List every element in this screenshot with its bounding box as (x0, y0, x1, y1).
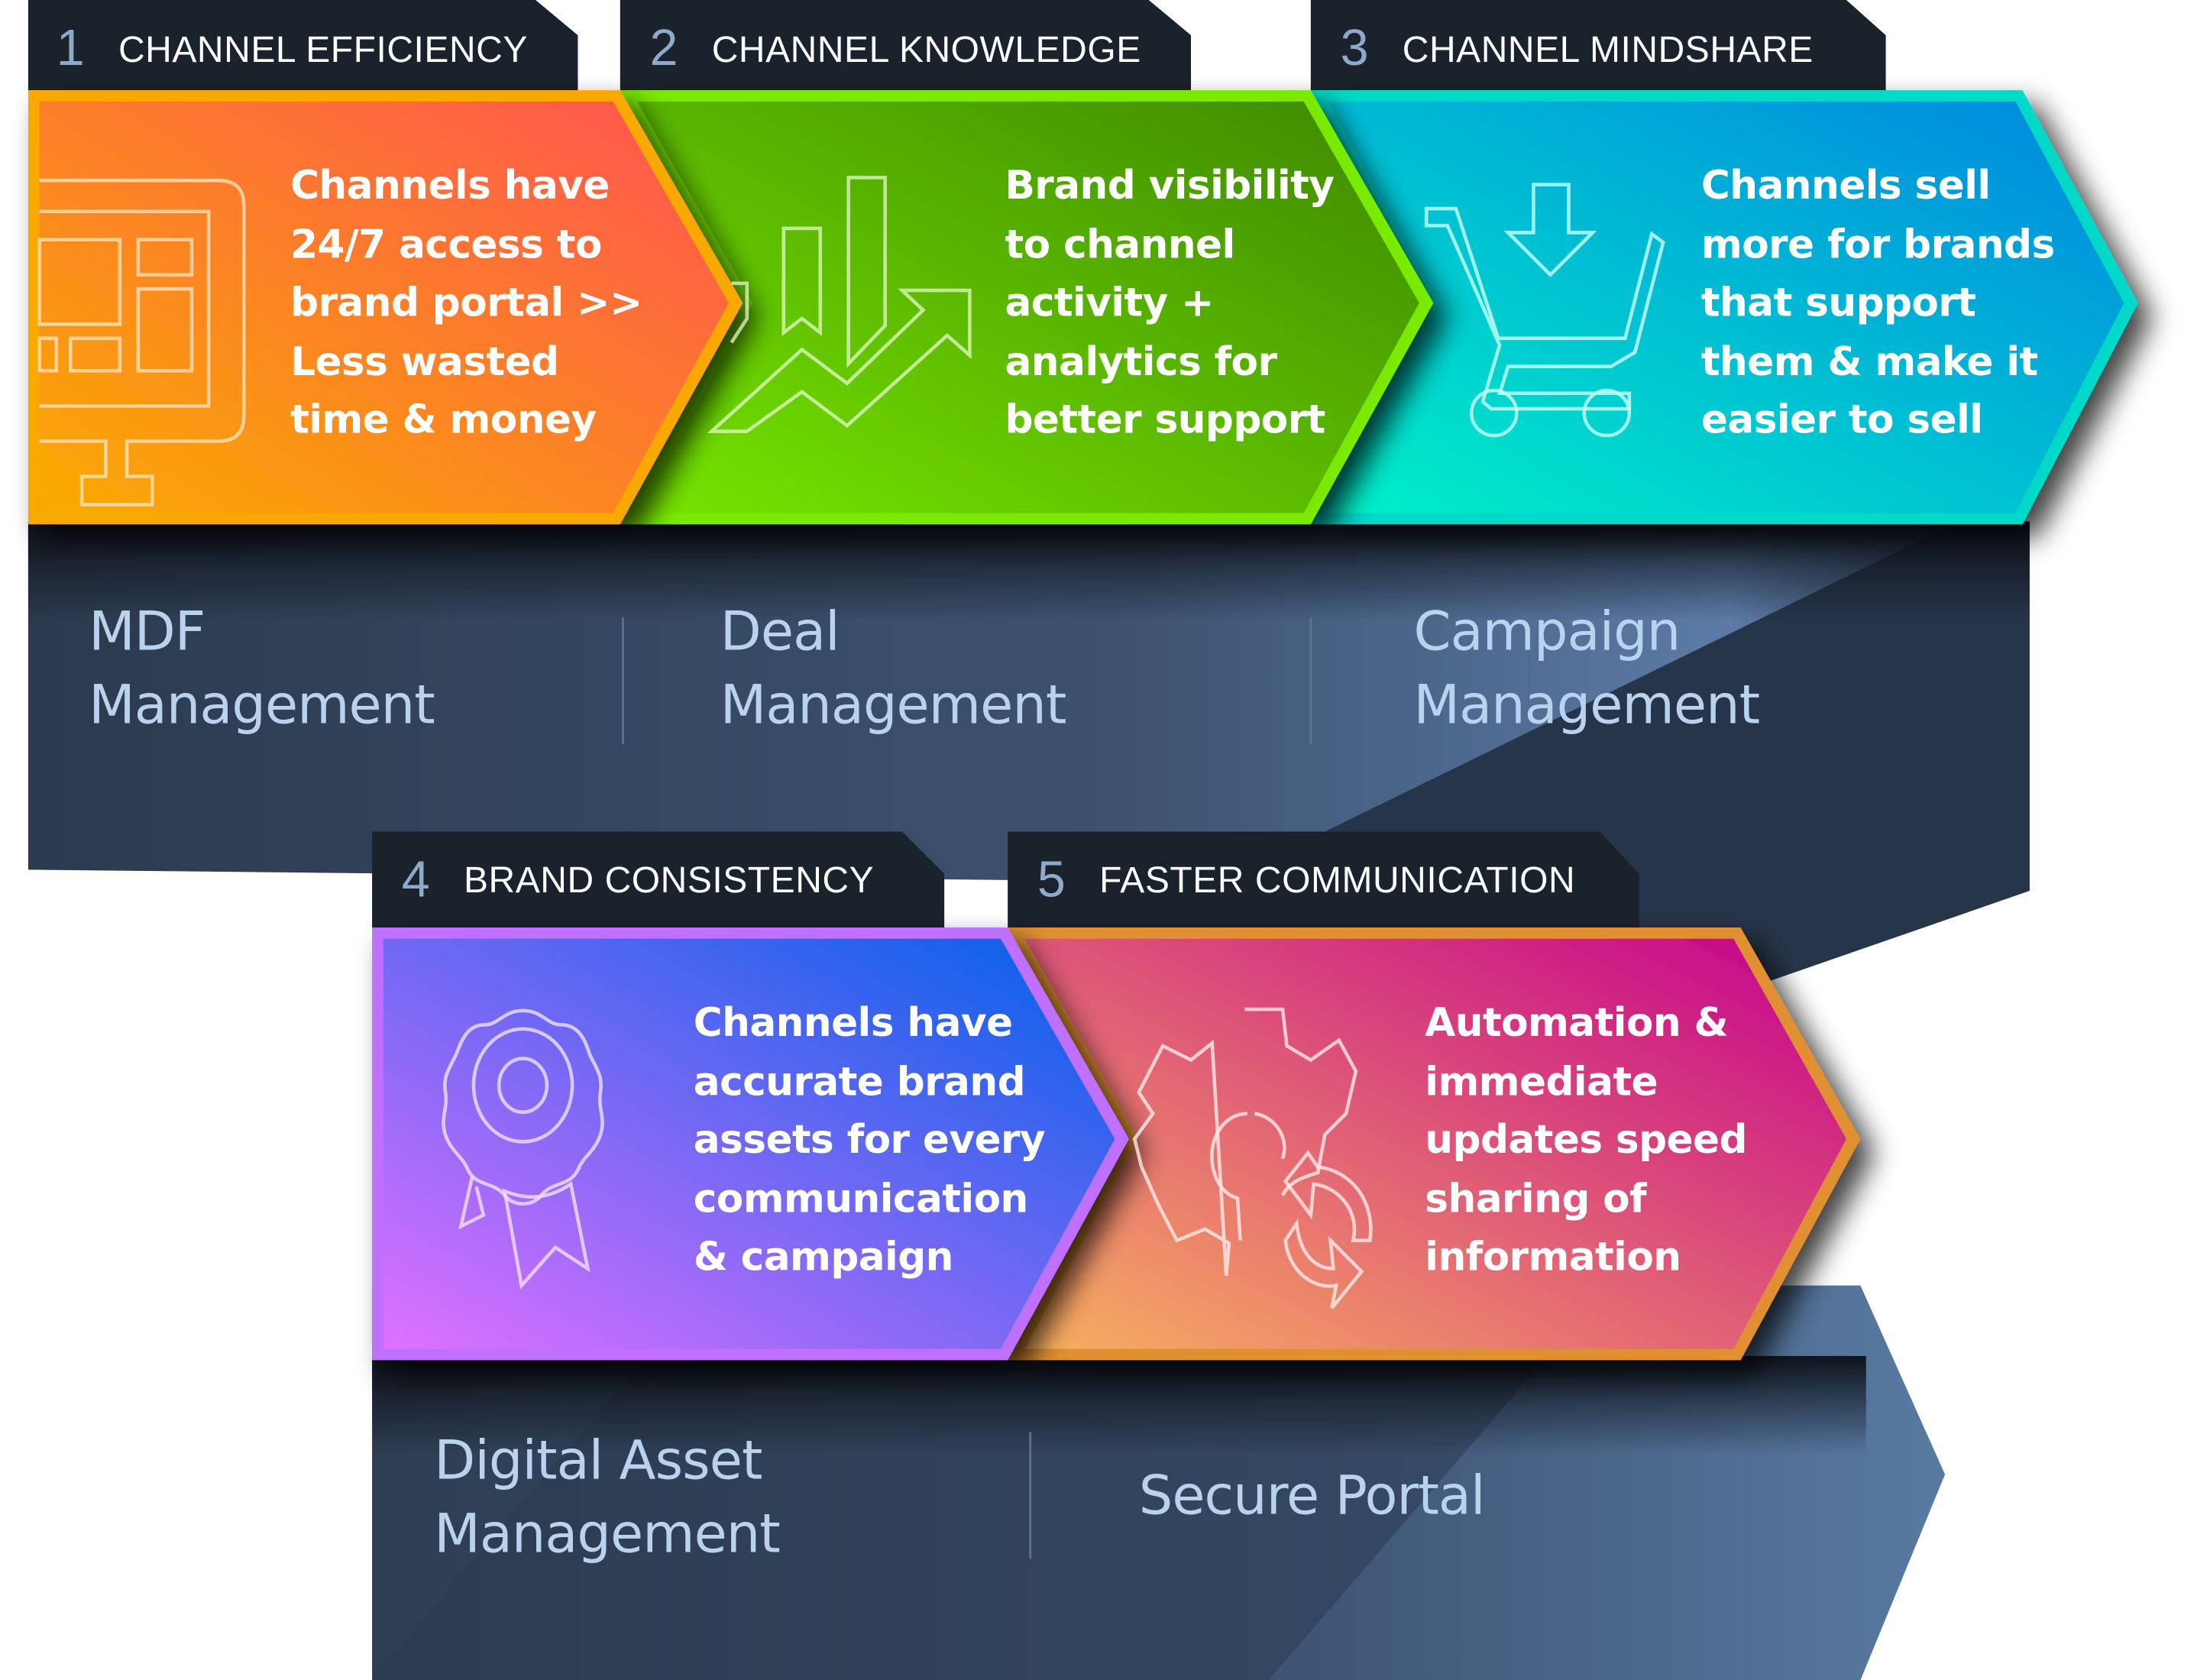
award-ribbon-icon (442, 1008, 604, 1290)
description-line: Channels sell (1700, 162, 1991, 209)
step-description: Channels sell more for brands that suppo… (1701, 157, 2055, 449)
description-line: analytics for (1005, 337, 1277, 384)
solution-secure-portal: Secure Portal (1138, 1459, 1486, 1533)
solution-digital-asset-management: Digital Asset Management (434, 1423, 781, 1570)
solution-line: Campaign (1413, 600, 1681, 663)
step-title: FASTER COMMUNICATION (1099, 858, 1576, 901)
description-line: information (1425, 1233, 1681, 1280)
step-title: BRAND CONSISTENCY (464, 858, 875, 901)
bottom-panel-shadow (372, 1355, 1866, 1455)
solution-campaign-management: Campaign Management (1413, 595, 1761, 742)
description-line: that support (1700, 279, 1976, 326)
description-line: them & make it (1700, 337, 2038, 384)
step-description: Automation & immediate updates speed sha… (1425, 994, 1747, 1287)
description-line: assets for every (693, 1116, 1046, 1164)
description-line: to channel (1005, 220, 1235, 267)
solution-line: Management (1413, 673, 1761, 736)
bottom-solutions-panel (372, 1285, 1946, 1680)
solution-line: MDF (89, 600, 205, 663)
card-1-shape (28, 90, 743, 525)
tab-2-bg (620, 0, 1192, 91)
solution-line: Digital Asset (434, 1429, 762, 1492)
description-line: Channels have (290, 162, 610, 209)
step-title: CHANNEL EFFICIENCY (118, 28, 528, 71)
step-number: 1 (56, 18, 85, 76)
solution-line: Management (434, 1502, 781, 1565)
tab-1-bg (28, 0, 578, 91)
description-line: accurate brand (693, 1057, 1026, 1105)
step-number: 2 (649, 18, 678, 76)
step-description: Channels have accurate brand assets for … (693, 994, 1046, 1287)
step-number: 3 (1340, 18, 1369, 76)
solution-line: Secure Portal (1138, 1464, 1486, 1527)
solution-line: Deal (720, 600, 840, 663)
description-line: more for brands (1700, 220, 2055, 267)
tab-5-bg (1008, 831, 1639, 928)
description-line: brand portal >> (290, 279, 642, 326)
description-line: Channels have (693, 999, 1013, 1046)
step-title: CHANNEL MINDSHARE (1402, 28, 1814, 71)
step-number: 4 (401, 850, 430, 908)
monitor-dashboard-icon (37, 178, 246, 507)
step-number: 5 (1037, 850, 1066, 908)
description-line: Automation & (1425, 999, 1728, 1046)
description-line: time & money (290, 396, 597, 443)
shopping-cart-icon (1424, 183, 1665, 438)
description-line: Less wasted (290, 337, 559, 384)
step-description: Brand visibility to channel activity + a… (1005, 157, 1334, 449)
description-line: better support (1005, 396, 1325, 443)
step-title: CHANNEL KNOWLEDGE (711, 28, 1141, 71)
description-line: & campaign (693, 1233, 954, 1280)
description-line: communication (693, 1174, 1029, 1222)
gear-sync-icon (1132, 1007, 1373, 1309)
description-line: easier to sell (1700, 396, 1983, 443)
description-line: updates speed (1425, 1116, 1747, 1164)
description-line: immediate (1425, 1057, 1658, 1105)
solution-line: Management (720, 673, 1067, 736)
tab-4-bg (372, 831, 945, 928)
top-panel-shadow (28, 521, 2030, 620)
step-description: Channels have 24/7 access to brand porta… (290, 157, 642, 449)
solution-mdf-management: MDF Management (89, 595, 435, 742)
solution-deal-management: Deal Management (720, 595, 1067, 742)
description-line: 24/7 access to (290, 220, 602, 267)
description-line: Brand visibility (1005, 162, 1335, 209)
tab-3-bg (1310, 0, 1886, 91)
card-2-shape (620, 90, 1434, 525)
description-line: activity + (1005, 279, 1214, 326)
solution-line: Management (89, 673, 435, 736)
growth-chart-icon (707, 176, 972, 433)
description-line: sharing of (1425, 1174, 1647, 1222)
